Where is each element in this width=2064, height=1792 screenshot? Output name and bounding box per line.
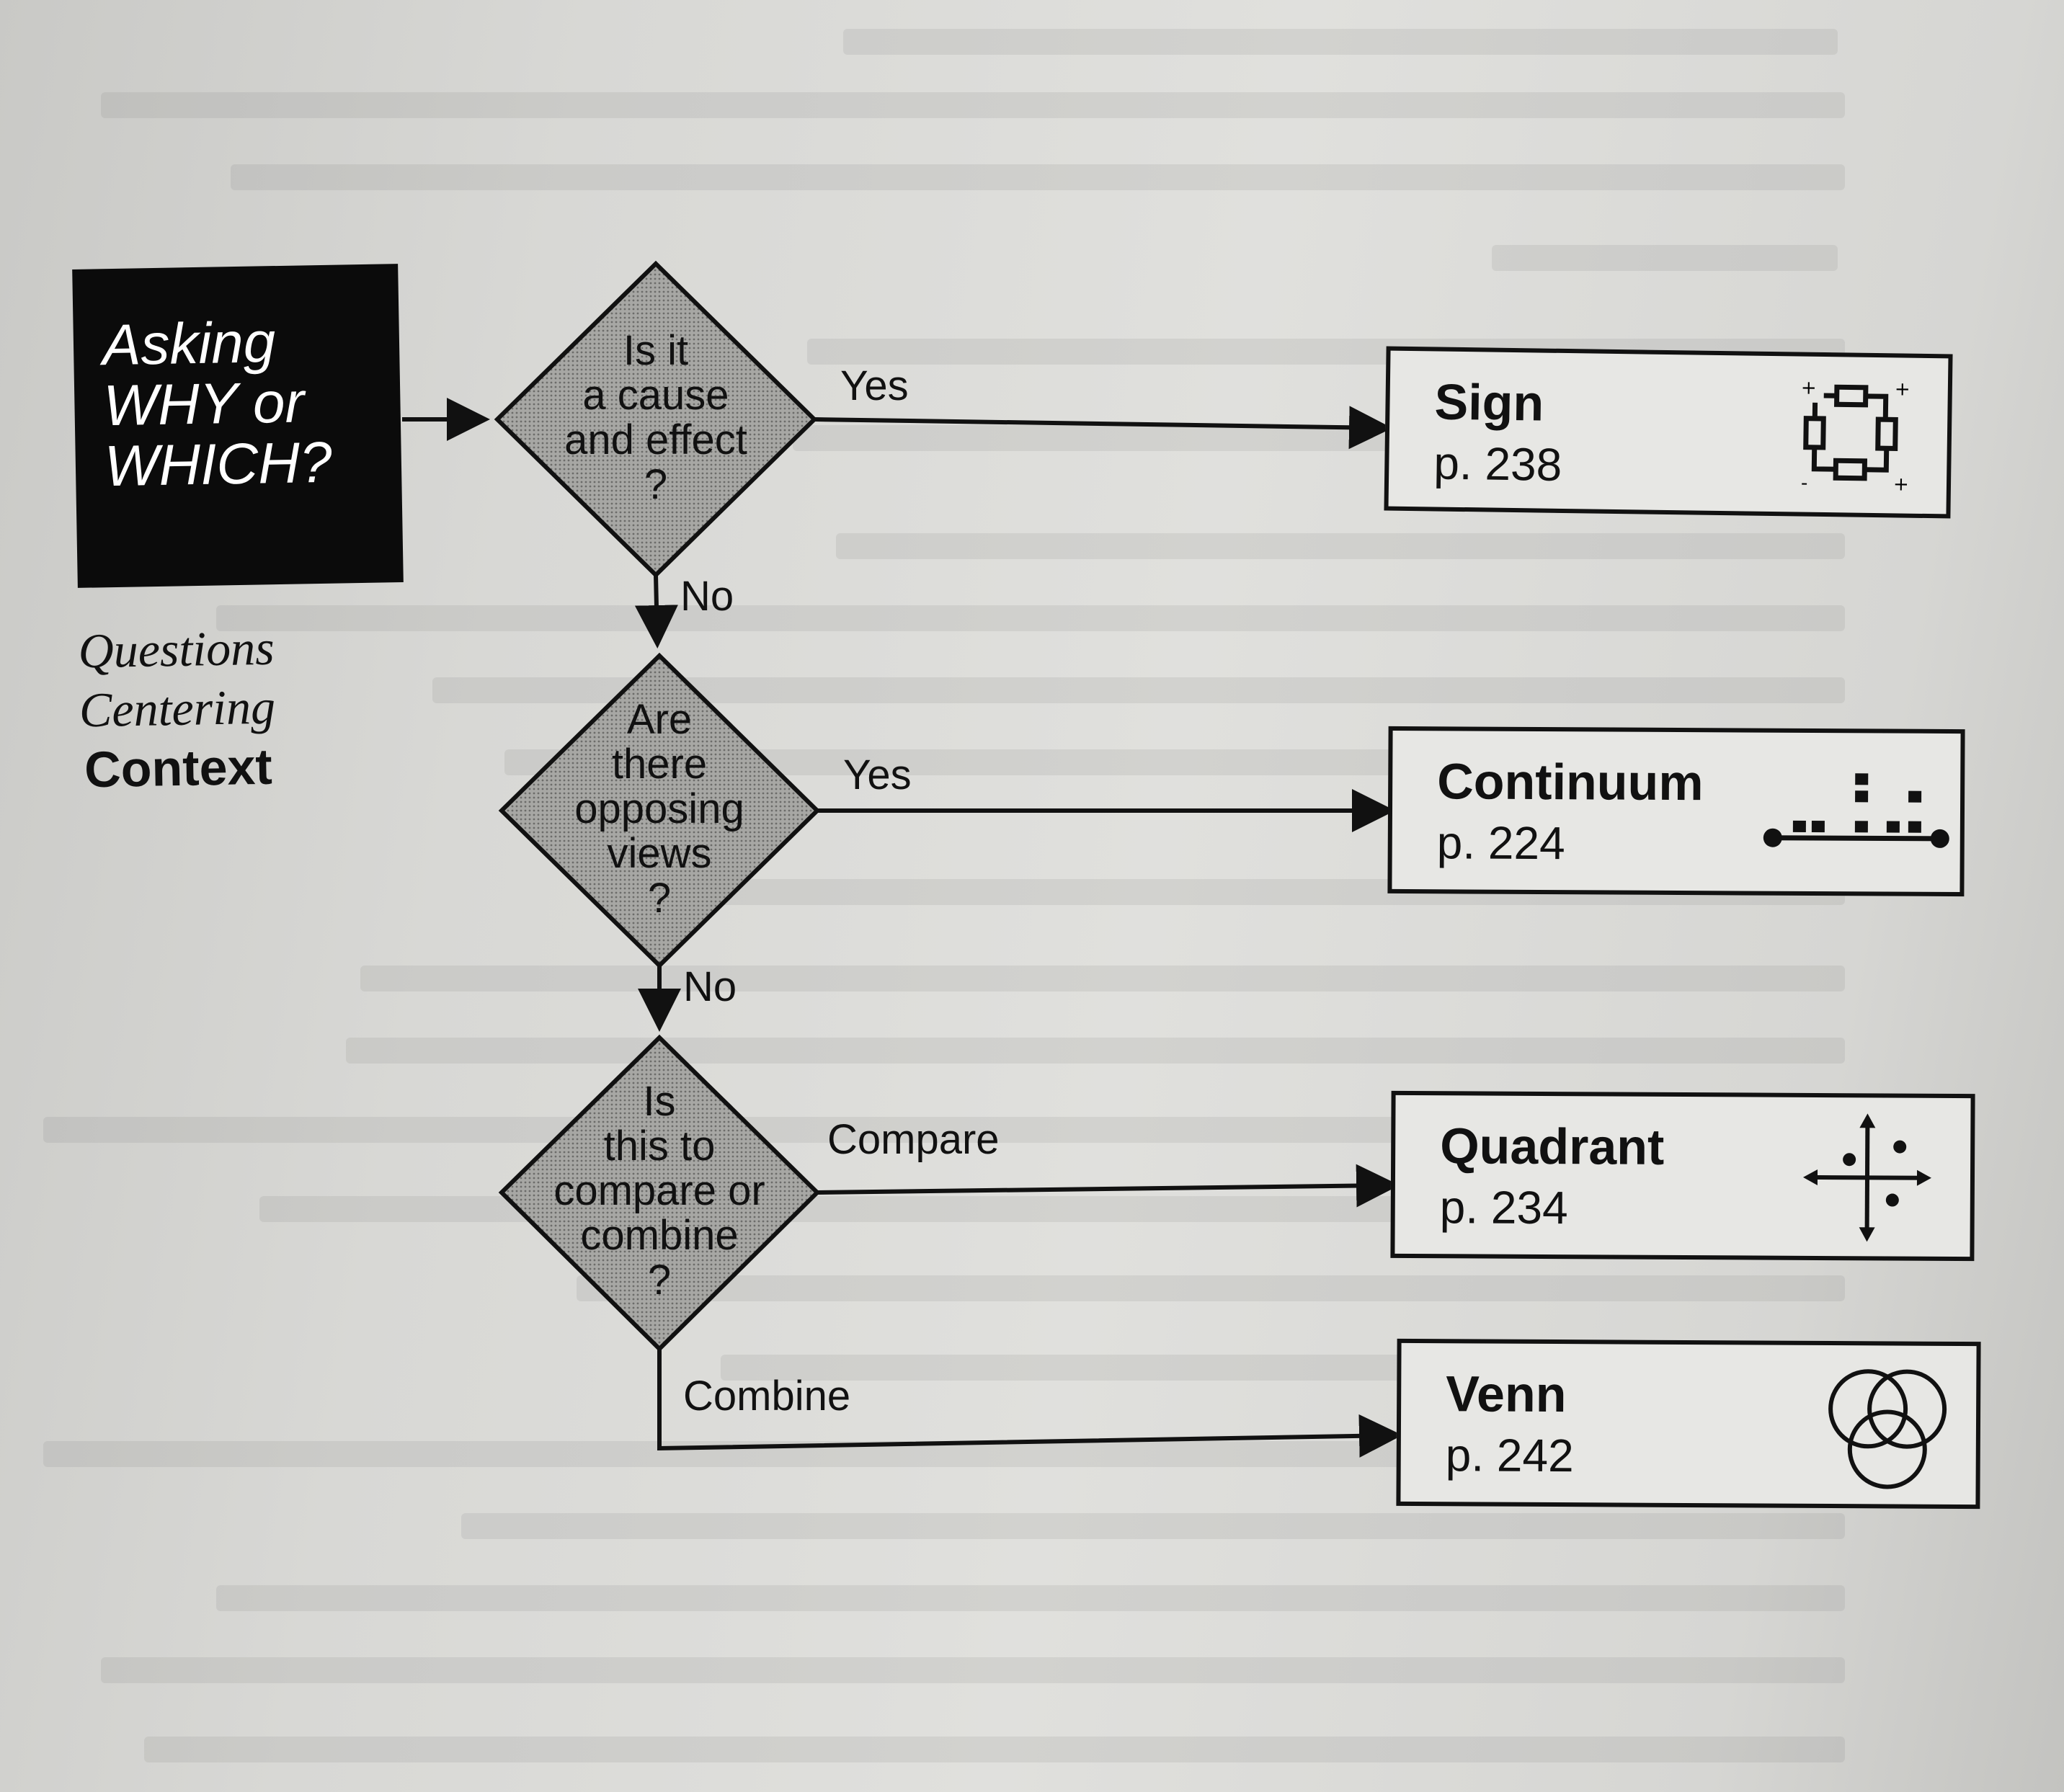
subtitle-line-2: Centering <box>79 679 276 738</box>
outcome-venn: Venn p. 242 <box>1396 1338 1981 1510</box>
outcome-quadrant-name: Quadrant <box>1440 1118 1665 1175</box>
start-question: Asking WHY or WHICH? <box>102 310 333 499</box>
outcome-continuum: Continuum p. 224 <box>1387 726 1965 897</box>
decision-1-text: Is it a cause and effect ? <box>564 327 747 508</box>
outcome-quadrant-page: p. 234 <box>1439 1181 1568 1234</box>
outcome-sign-page: p. 238 <box>1433 437 1562 491</box>
continuum-icon <box>1763 773 1949 848</box>
outcome-sign-name: Sign <box>1434 373 1544 432</box>
svg-text:+: + <box>1895 378 1910 400</box>
sign-cycle-icon: + + - + <box>1801 378 1910 496</box>
decision-1-no-label: No <box>680 573 734 620</box>
outcome-continuum-name: Continuum <box>1437 753 1704 811</box>
subtitle-line-3: Context <box>84 738 273 798</box>
decision-3-combine-label: Combine <box>683 1373 851 1419</box>
outcome-continuum-page: p. 224 <box>1436 816 1565 870</box>
connector-d3-compare <box>817 1164 1400 1208</box>
svg-text:+: + <box>1801 378 1817 399</box>
subtitle-line-1: Questions <box>77 620 275 679</box>
start-box: Asking WHY or WHICH? <box>72 264 404 588</box>
outcome-quadrant: Quadrant p. 234 <box>1390 1090 1975 1262</box>
decision-3-compare-label: Compare <box>827 1116 1000 1163</box>
section-subtitle: Questions Centering Context <box>68 618 287 800</box>
decision-1-yes-label: Yes <box>840 362 909 409</box>
outcome-sign: Sign p. 238 + + - + <box>1384 346 1953 519</box>
decision-3-text: Is this to compare or combine ? <box>553 1078 765 1303</box>
decision-2-yes-label: Yes <box>843 752 912 798</box>
connector-d3-combine <box>657 1349 1402 1458</box>
venn-icon <box>1828 1369 1947 1489</box>
svg-text:-: - <box>1801 473 1808 494</box>
connector-d1-yes <box>814 406 1392 450</box>
quadrant-icon <box>1802 1113 1931 1242</box>
decision-2-text: Are there opposing views ? <box>574 696 744 922</box>
svg-text:+: + <box>1893 473 1909 495</box>
connector-d1-no <box>634 574 678 648</box>
outcome-venn-page: p. 242 <box>1445 1429 1574 1482</box>
outcome-venn-name: Venn <box>1446 1365 1567 1423</box>
decision-2-no-label: No <box>683 963 737 1010</box>
